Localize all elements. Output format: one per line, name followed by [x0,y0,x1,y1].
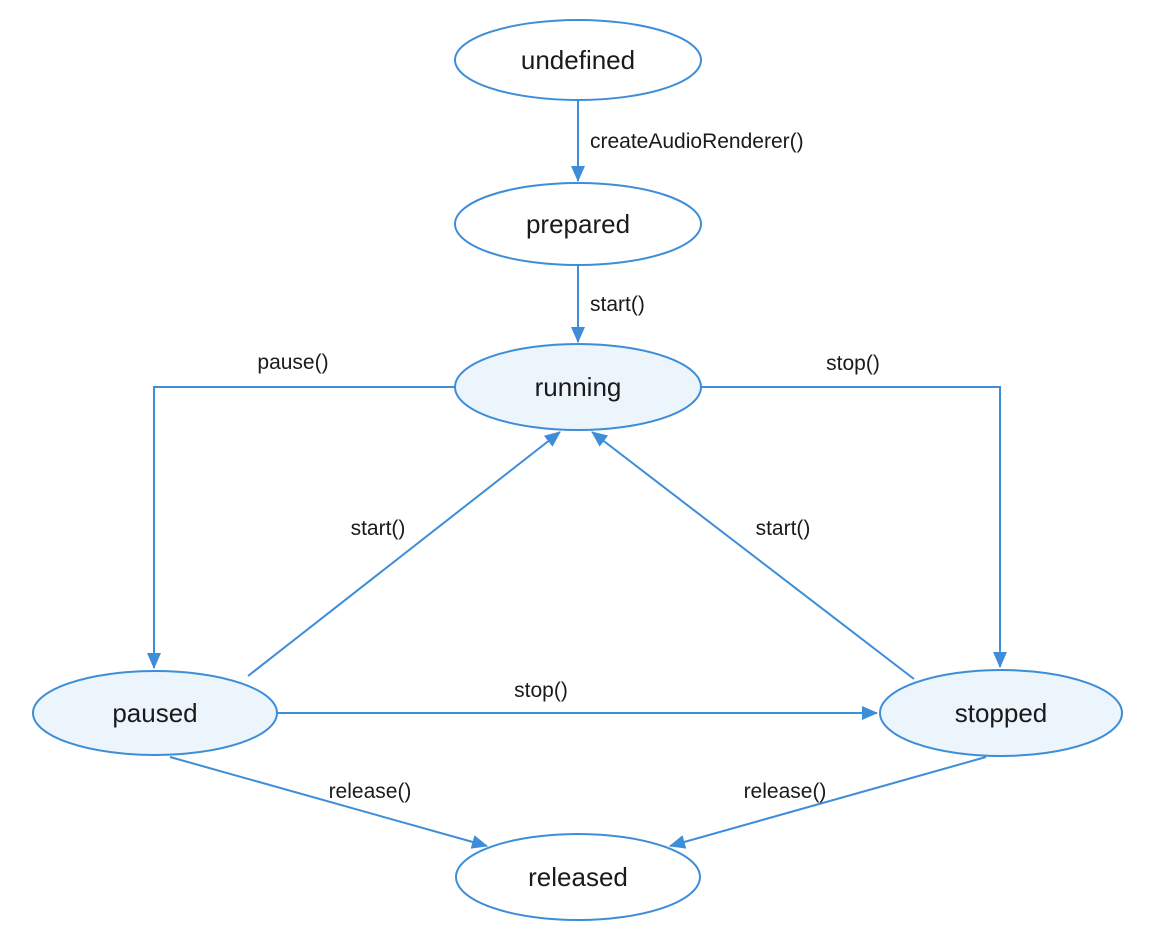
state-node-running: running [454,343,702,431]
edge-label-pause: pause() [257,351,328,374]
edge-running-to-stopped [701,386,1007,668]
edge-label-stop-right: stop() [826,352,880,375]
state-node-prepared: prepared [454,182,702,266]
edge-label-start-from-stopped: start() [756,517,811,540]
edge-label-stop-middle: stop() [514,679,568,702]
state-label-stopped: stopped [955,698,1048,728]
edge-paused-to-running [247,431,561,677]
state-node-stopped: stopped [879,669,1123,757]
edge-paused-to-released [169,756,488,849]
edge-stopped-to-running [591,431,915,680]
state-label-running: running [535,372,622,402]
state-node-undefined: undefined [454,19,702,101]
state-ellipse-undefined [454,19,702,101]
state-ellipse-running [454,343,702,431]
edge-label-start-from-paused: start() [351,517,406,540]
state-ellipse-released [455,833,701,921]
state-label-paused: paused [112,698,197,728]
edge-stopped-to-released [669,756,987,849]
state-label-released: released [528,862,628,892]
edge-label-start-prepared: start() [590,293,645,316]
state-label-prepared: prepared [526,209,630,239]
edge-label-release-left: release() [329,780,412,803]
state-ellipse-paused [32,670,278,756]
state-node-paused: paused [32,670,278,756]
state-ellipse-prepared [454,182,702,266]
edge-running-to-paused [147,386,456,669]
state-label-undefined: undefined [521,45,635,75]
edge-label-release-right: release() [744,780,827,803]
edge-label-create-audio-renderer: createAudioRenderer() [590,130,804,153]
state-ellipse-stopped [879,669,1123,757]
state-node-released: released [455,833,701,921]
